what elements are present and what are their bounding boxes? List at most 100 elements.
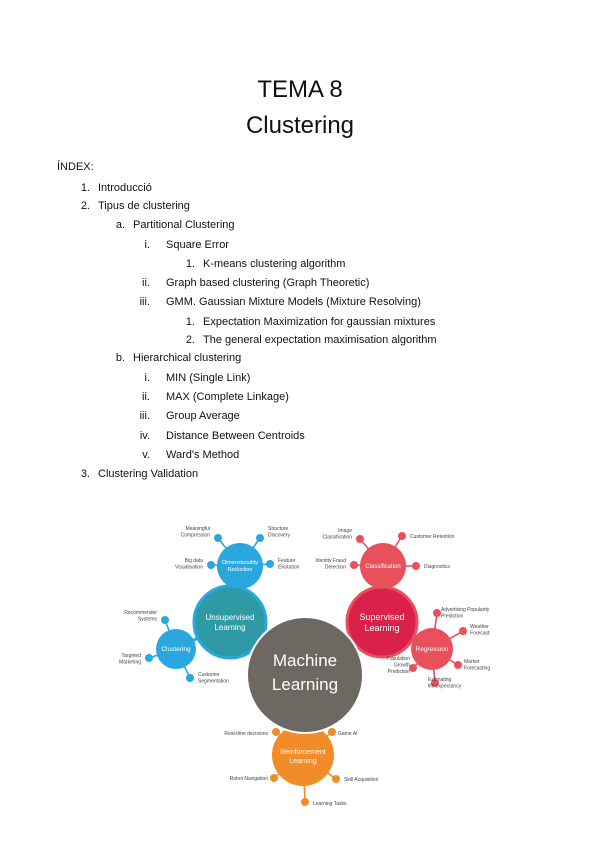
index-item-2: 2. Tipus de clustering [76, 200, 190, 212]
index-item-text: Distance Between Centroids [166, 430, 305, 442]
leaf-label-feature: Elicitation [278, 565, 300, 571]
leaf-label-population: Prediction [388, 669, 410, 675]
leaf-label-robot: Robot Navigation [230, 776, 269, 782]
regression-label: Regression [416, 646, 449, 653]
index-item-2a-iii: iii.GMM. Gaussian Mixture Models (Mixtur… [136, 296, 421, 308]
leaf-label-weather: Forecasting [470, 631, 490, 637]
leaf-label-meaningful: Meaningful [186, 526, 210, 532]
leaf-dot-image [356, 535, 364, 543]
index-item-text: Group Average [166, 410, 240, 422]
index-item-number: iii. [139, 410, 150, 422]
index-item-number: 2. [185, 334, 195, 346]
leaf-label-bigdata: Big data [185, 558, 204, 564]
leaf-label-learningtasks: Learning Tasks [313, 801, 347, 807]
index-item-2a-iii-2: 2. The general expectation maximisation a… [183, 334, 437, 346]
leaf-label-meaningful: Compression [181, 533, 211, 539]
machine-learning-label-2: Learning [272, 675, 338, 694]
classification-circle [360, 543, 406, 589]
index-item-number: b. [115, 352, 125, 364]
leaf-label-image: Classification [323, 535, 353, 541]
leaf-dot-feature [266, 560, 274, 568]
diagram-dots [145, 532, 467, 806]
leaf-label-bigdata: Visualisation [175, 565, 203, 571]
index-item-text: Tipus de clustering [98, 200, 190, 212]
clustering-label: Clustering [161, 646, 191, 653]
leaf-label-structure: Structure [268, 526, 289, 532]
leaf-label-targeted: Targeted [122, 653, 142, 659]
leaf-label-advertising: Prediction [441, 614, 463, 620]
index-item-number: 1. [185, 258, 195, 270]
clustering-circle [156, 629, 196, 669]
leaf-dot-structure [256, 534, 264, 542]
index-item-2a: a.Partitional Clustering [113, 219, 235, 231]
leaf-dot-customerseg [186, 674, 194, 682]
index-item-text: MAX (Complete Linkage) [166, 391, 289, 403]
index-item-number: 1. [80, 182, 90, 194]
index-item-2b-v: v. Ward's Method [136, 449, 239, 461]
classification-label: Classification [365, 564, 400, 570]
leaf-dot-bigdata [207, 561, 215, 569]
index-item-text: Hierarchical clustering [133, 352, 242, 364]
regression-circle [411, 628, 453, 670]
index-item-text: MIN (Single Link) [166, 372, 251, 384]
leaf-dot-fraud [350, 561, 358, 569]
index-item-number: 3. [80, 468, 90, 480]
leaf-label-targeted: Marketing [119, 660, 141, 666]
index-item-text: K-means clustering algorithm [203, 258, 346, 270]
index-item-number: ii. [142, 277, 150, 289]
leaf-dot-robot [270, 774, 278, 782]
leaf-label-population: Population [386, 656, 410, 662]
index-item-2b-ii: ii. MAX (Complete Linkage) [136, 391, 289, 403]
index-item-number: 1. [185, 316, 195, 328]
supervised-label-1: Supervised [359, 612, 404, 622]
index-item-2a-i-1: 1. K-means clustering algorithm [183, 258, 346, 270]
leaf-label-gameai: Game AI [338, 731, 357, 737]
leaf-label-recommender: Systems [138, 617, 158, 623]
leaf-label-realtime: Real-time decisions [224, 731, 268, 737]
leaf-label-estimating: life expectancy [428, 684, 462, 690]
leaf-label-fraud: Detection [325, 565, 346, 571]
reinforcement-circle [272, 724, 334, 786]
leaf-label-retention: Customer Retention [410, 534, 455, 540]
document-title: TEMA 8 [257, 76, 343, 103]
index-item-2b: b. Hierarchical clustering [113, 352, 241, 364]
index-item-number: iv. [139, 430, 150, 442]
leaf-dot-population [409, 664, 417, 672]
index-item-text: The general expectation maximisation alg… [203, 334, 437, 346]
unsupervised-label-2: Learning [214, 623, 245, 632]
index-item-number: iii. [139, 296, 150, 308]
index-item-2a-ii: ii. Graph based clustering (Graph Theoret… [136, 277, 369, 289]
leaf-dot-learningtasks [301, 798, 309, 806]
ml-diagram-svg: Dimensionality Reduction Unsupervised Le… [119, 526, 496, 807]
index-item-number: 2. [80, 200, 90, 212]
leaf-dot-meaningful [214, 534, 222, 542]
leaf-dot-estimating [431, 679, 439, 687]
supervised-label-2: Learning [364, 623, 399, 633]
leaf-label-population: Growth [394, 663, 410, 669]
index-item-text: Ward's Method [166, 449, 240, 461]
document-subtitle: Clustering [245, 112, 355, 139]
leaf-label-recommender: Recommender [124, 610, 157, 616]
index-heading: ÍNDEX: [57, 161, 94, 173]
reinforcement-label-1: Reinforcement [280, 749, 326, 756]
machine-learning-diagram: Dimensionality Reduction Unsupervised Le… [110, 518, 496, 813]
index-item-number: ii. [142, 391, 150, 403]
dimensionality-label-1: Dimensionality [222, 560, 258, 566]
index-item-number: i. [144, 239, 151, 251]
diagram-leaf-labels: MeaningfulCompressionStructureDiscoveryB… [119, 526, 496, 807]
index-item-number: v. [142, 449, 150, 461]
supervised-circle [345, 585, 419, 659]
index-item-text: Graph based clustering (Graph Theoretic) [166, 277, 370, 289]
leaf-dot-retention [398, 532, 406, 540]
leaf-label-customerseg: Segmentation [198, 679, 229, 685]
index-item-3: 3.Clustering Validation [76, 468, 198, 480]
index-item-2b-iv: iv. Distance Between Centroids [136, 430, 305, 442]
leaf-label-customerseg: Customer [198, 672, 220, 678]
leaf-dot-realtime [272, 728, 280, 736]
index-item-text: Expectation Maximization for gaussian mi… [203, 316, 436, 328]
leaf-label-image: Image [338, 528, 352, 534]
leaf-label-weather: Weather [470, 624, 489, 630]
dimensionality-label-2: Reduction [228, 567, 253, 573]
index-item-text: Introducció [98, 182, 152, 194]
index-item-2a-i: i.Square Error [136, 239, 229, 251]
